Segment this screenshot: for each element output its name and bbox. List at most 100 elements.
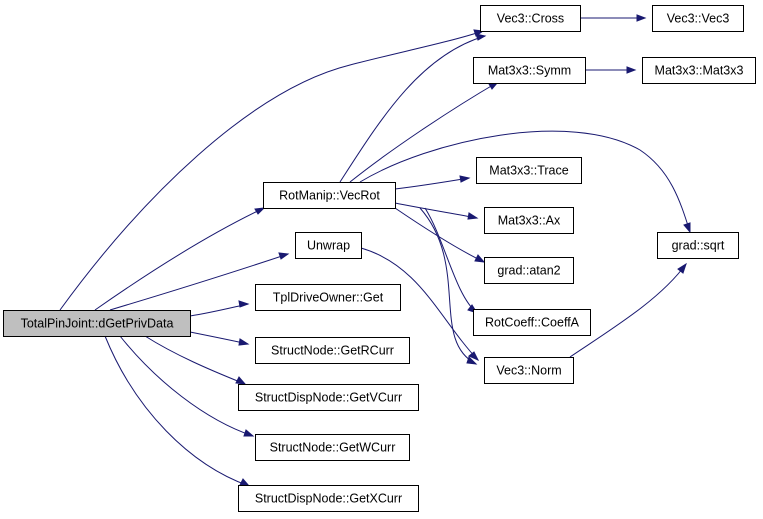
edge-arrowhead <box>243 429 255 437</box>
edge-total-pin-joint-dgetprivdata-to-structdispnode-getvcurr <box>144 335 247 385</box>
edge-unwrap-to-vec3-norm <box>360 247 480 362</box>
edge-total-pin-joint-dgetprivdata-to-structnode-getwcurr <box>119 335 255 437</box>
node-mat3x3-ax[interactable]: Mat3x3::Ax <box>484 207 574 234</box>
edge-arrowhead <box>239 478 251 487</box>
edge-arrowhead <box>683 222 691 234</box>
node-box <box>652 5 744 32</box>
edge-arrowhead <box>278 252 290 260</box>
edge-line <box>59 30 484 311</box>
node-vec3-norm[interactable]: Vec3::Norm <box>484 357 574 384</box>
node-tpldriveowner-get[interactable]: TplDriveOwner::Get <box>255 284 401 311</box>
node-total-pin-joint-dgetprivdata: TotalPinJoint::dGetPrivData <box>3 310 191 337</box>
node-label: StructDispNode::GetVCurr <box>255 391 402 405</box>
edge-line <box>104 335 250 487</box>
node-label: Mat3x3::Symm <box>488 64 571 78</box>
node-label: StructNode::GetWCurr <box>270 441 396 455</box>
node-mat3x3-mat3x3[interactable]: Mat3x3::Mat3x3 <box>642 57 756 84</box>
edge-arrowhead <box>254 207 266 215</box>
node-label: Mat3x3::Trace <box>489 164 568 178</box>
node-structdispnode-getxcurr[interactable]: StructDispNode::GetXCurr <box>238 485 419 512</box>
node-mat3x3-symm[interactable]: Mat3x3::Symm <box>473 57 586 84</box>
edge-line <box>424 207 478 314</box>
node-label: StructNode::GetRCurr <box>271 344 394 358</box>
edge-rotmanip-vecrot-to-mat3x3-ax <box>394 202 479 220</box>
edge-arrowhead <box>677 262 687 274</box>
node-label: Vec3::Cross <box>497 12 564 26</box>
edge-vec3-cross-to-vec3-vec3 <box>580 14 647 22</box>
node-structnode-getrcurr[interactable]: StructNode::GetRCurr <box>255 337 410 364</box>
node-box <box>484 257 574 284</box>
node-label: StructDispNode::GetXCurr <box>255 492 402 506</box>
edge-arrowhead <box>636 14 647 22</box>
edge-rotmanip-vecrot-to-vec3-cross <box>339 33 487 183</box>
edge-rotmanip-vecrot-to-rotcoeff-coeffa <box>424 207 479 314</box>
edge-total-pin-joint-dgetprivdata-to-vec3-cross <box>59 29 485 311</box>
node-label: RotCoeff::CoeffA <box>485 316 580 330</box>
node-vec3-cross[interactable]: Vec3::Cross <box>480 5 581 32</box>
node-box <box>3 310 191 337</box>
edge-arrowhead <box>238 300 250 308</box>
edge-rotmanip-vecrot-to-grad-sqrt <box>359 130 691 234</box>
node-box <box>473 57 586 84</box>
edge-line <box>359 130 691 233</box>
node-label: Vec3::Vec3 <box>667 12 730 26</box>
node-box <box>295 232 362 259</box>
node-mat3x3-trace[interactable]: Mat3x3::Trace <box>476 157 582 184</box>
edge-line <box>394 177 470 190</box>
node-label: TotalPinJoint::dGetPrivData <box>21 317 174 331</box>
node-rotcoeff-coeffa[interactable]: RotCoeff::CoeffA <box>473 309 591 336</box>
edge-arrowhead <box>474 254 486 263</box>
edge-line <box>419 207 477 365</box>
node-structnode-getwcurr[interactable]: StructNode::GetWCurr <box>255 434 410 461</box>
edge-arrowhead <box>475 33 487 41</box>
node-box <box>473 309 591 336</box>
node-rotmanip-vecrot[interactable]: RotManip::VecRot <box>263 182 396 209</box>
edge-line <box>569 263 687 358</box>
edge-rotmanip-vecrot-to-vec3-norm <box>419 207 478 365</box>
edge-arrowhead <box>468 351 480 362</box>
edge-line <box>109 253 289 311</box>
node-box <box>480 5 581 32</box>
edge-arrowhead <box>466 356 478 365</box>
node-box <box>255 434 410 461</box>
edge-line <box>349 81 499 183</box>
edge-arrowhead <box>235 376 247 385</box>
edge-line <box>144 335 246 385</box>
node-label: RotManip::VecRot <box>279 189 380 203</box>
node-box <box>255 337 410 364</box>
edge-total-pin-joint-dgetprivdata-to-tpldriveowner-get <box>189 300 250 317</box>
node-label: Mat3x3::Ax <box>498 214 561 228</box>
node-structdispnode-getvcurr[interactable]: StructDispNode::GetVCurr <box>238 384 419 411</box>
node-grad-sqrt[interactable]: grad::sqrt <box>657 232 739 259</box>
edge-rotmanip-vecrot-to-mat3x3-symm <box>349 81 500 183</box>
edge-line <box>94 207 265 311</box>
node-label: grad::sqrt <box>672 239 725 253</box>
node-box <box>238 485 419 512</box>
edge-arrowhead <box>238 338 250 346</box>
edges-layer <box>59 14 691 487</box>
node-grad-atan2[interactable]: grad::atan2 <box>484 257 574 284</box>
edge-line <box>339 35 486 183</box>
node-label: Mat3x3::Mat3x3 <box>655 64 744 78</box>
edge-mat3x3-symm-to-mat3x3-mat3x3 <box>585 66 637 74</box>
edge-total-pin-joint-dgetprivdata-to-rotmanip-vecrot <box>94 207 266 311</box>
edge-total-pin-joint-dgetprivdata-to-unwrap <box>109 252 290 311</box>
node-box <box>484 207 574 234</box>
node-label: TplDriveOwner::Get <box>273 291 384 305</box>
node-box <box>263 182 396 209</box>
edge-line <box>360 247 479 361</box>
node-label: Vec3::Norm <box>496 364 561 378</box>
node-vec3-vec3[interactable]: Vec3::Vec3 <box>652 5 744 32</box>
edge-arrowhead <box>626 66 637 74</box>
node-box <box>484 357 574 384</box>
node-label: grad::atan2 <box>497 264 560 278</box>
node-box <box>476 157 582 184</box>
node-box <box>255 284 401 311</box>
node-box <box>657 232 739 259</box>
edge-arrowhead <box>467 212 479 220</box>
node-unwrap[interactable]: Unwrap <box>295 232 362 259</box>
edge-total-pin-joint-dgetprivdata-to-structdispnode-getxcurr <box>104 335 251 487</box>
edge-arrowhead <box>459 175 471 183</box>
edge-line <box>119 335 254 437</box>
